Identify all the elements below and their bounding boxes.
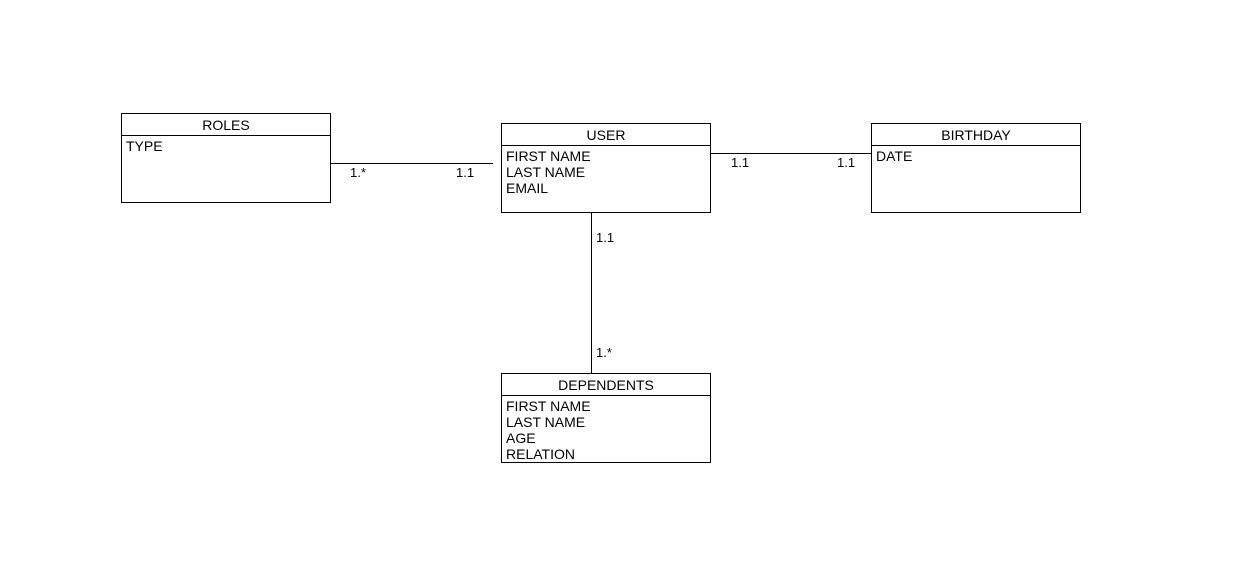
entity-birthday[interactable]: BIRTHDAY DATE <box>871 123 1081 213</box>
attribute: RELATION <box>506 446 575 462</box>
entity-roles-title: ROLES <box>122 114 330 136</box>
attribute: AGE <box>506 430 536 446</box>
attribute: EMAIL <box>506 180 549 196</box>
attribute: TYPE <box>126 138 163 154</box>
attribute: FIRST NAME <box>506 398 591 414</box>
entity-roles[interactable]: ROLES TYPE <box>121 113 331 203</box>
multiplicity-birthday-end: 1.1 <box>837 155 856 170</box>
entity-roles-attributes: TYPE <box>122 136 330 154</box>
entity-dependents[interactable]: DEPENDENTS FIRST NAME LAST NAME AGE RELA… <box>501 373 711 463</box>
entity-dependents-attributes: FIRST NAME LAST NAME AGE RELATION <box>502 396 710 462</box>
entity-user[interactable]: USER FIRST NAME LAST NAME EMAIL <box>501 123 711 213</box>
multiplicity-user-end-roles: 1.1 <box>456 165 475 180</box>
attribute: FIRST NAME <box>506 148 591 164</box>
attribute: DATE <box>876 148 913 164</box>
attribute: LAST NAME <box>506 414 586 430</box>
multiplicity-user-end-dependents: 1.1 <box>596 230 615 245</box>
attribute: LAST NAME <box>506 164 586 180</box>
entity-dependents-title: DEPENDENTS <box>502 374 710 396</box>
entity-birthday-title: BIRTHDAY <box>872 124 1080 146</box>
multiplicity-user-end-birthday: 1.1 <box>731 155 750 170</box>
entity-birthday-attributes: DATE <box>872 146 1080 164</box>
entity-user-title: USER <box>502 124 710 146</box>
entity-user-attributes: FIRST NAME LAST NAME EMAIL <box>502 146 710 196</box>
multiplicity-roles-end: 1.* <box>350 165 366 180</box>
multiplicity-dependents-end: 1.* <box>596 345 612 360</box>
